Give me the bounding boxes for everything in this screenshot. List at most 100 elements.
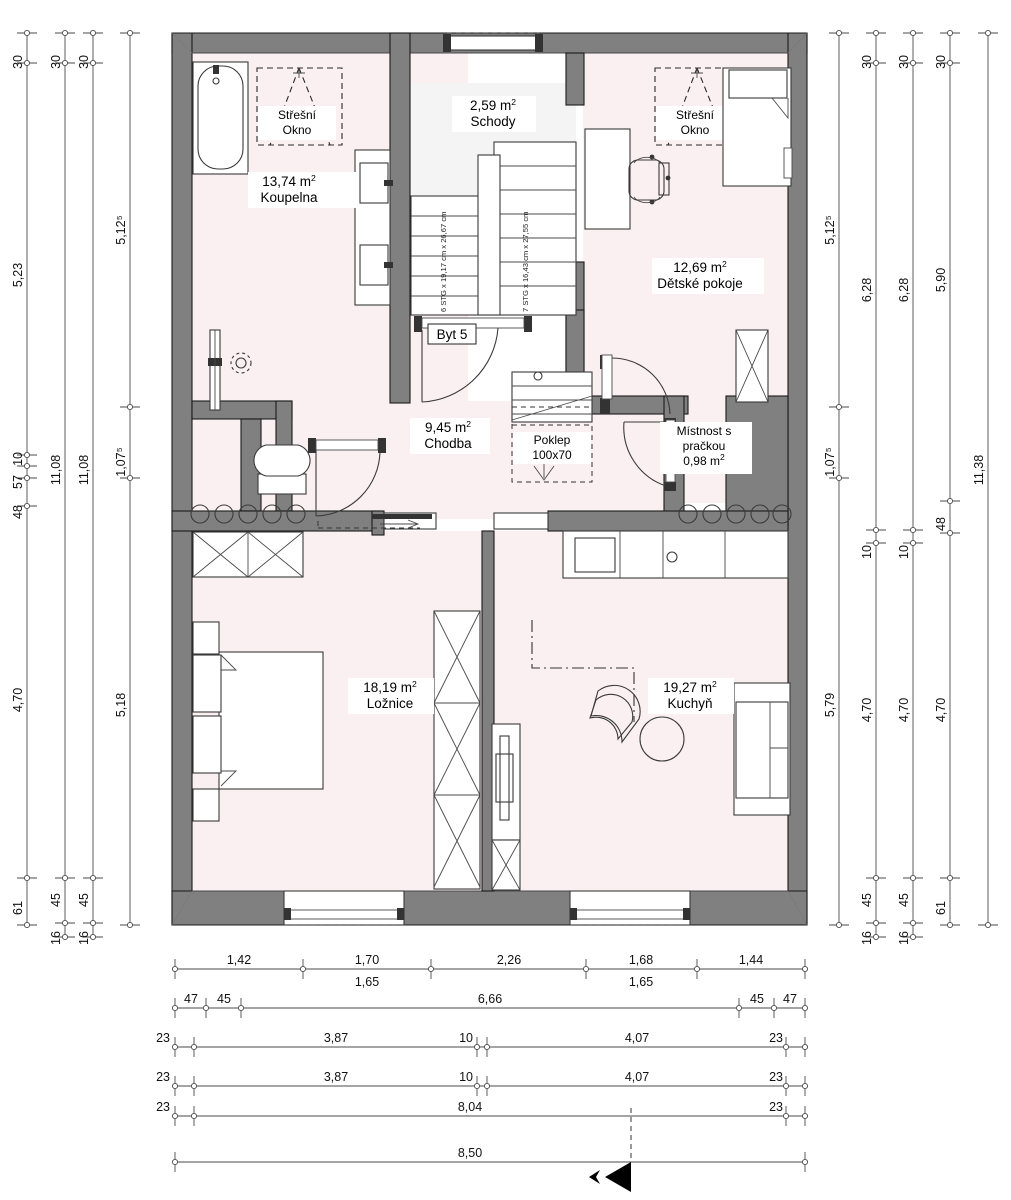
dim-left2-seg0: 30 bbox=[49, 55, 63, 69]
dim-chain-right-4: 30 5,90 48 4,70 61 bbox=[934, 29, 960, 929]
dim-bottom5-seg1: 8,04 bbox=[458, 1100, 482, 1114]
children-wardrobe bbox=[735, 329, 769, 403]
dim-chain-left-3: 30 11,08 45 16 bbox=[77, 29, 103, 945]
dim-left4-seg1: 1,07⁵ bbox=[114, 447, 128, 477]
dim-bottom1-seg3: 1,68 bbox=[629, 953, 653, 967]
dim-left3-seg1: 11,08 bbox=[77, 455, 91, 485]
room-name-schody: Schody bbox=[470, 114, 515, 129]
dim-right3-seg4: 45 bbox=[897, 893, 911, 907]
dim-bottom1-seg2: 2,26 bbox=[497, 953, 521, 967]
dim-bottom1-seg0: 1,42 bbox=[227, 953, 251, 967]
staircase-right-flight: 7 STG x 16,43 cm x 27,55 cm bbox=[493, 141, 577, 316]
dim-bottom3-seg4: 23 bbox=[769, 1031, 783, 1045]
dim-bottom1-sub1: 1,65 bbox=[629, 975, 653, 989]
bedroom-hob-burners bbox=[190, 504, 306, 524]
dim-right2-seg0: 30 bbox=[860, 55, 874, 69]
utility-area-sup: 2 bbox=[720, 452, 725, 462]
room-label-loznice: 18,19 m2 Ložnice bbox=[348, 678, 434, 714]
dim-chain-left-1: 30 5,23 10 57 48 4,70 61 bbox=[11, 29, 37, 929]
utility-line1: Místnost s bbox=[677, 424, 732, 438]
svg-text:9,45 m2: 9,45 m2 bbox=[425, 419, 471, 435]
roof-window-label-line1: Střešní bbox=[676, 108, 715, 122]
dim-bottom5-seg0: 23 bbox=[156, 1100, 170, 1114]
children-desk bbox=[584, 128, 631, 230]
room-label-kuchyn: 19,27 m2 Kuchyň bbox=[648, 678, 734, 714]
dim-chain-right-5: 11,38 bbox=[972, 29, 998, 929]
kitchen-counter-top bbox=[562, 530, 789, 579]
dim-chain-right-1: 5,12⁵ 1,07⁵ 5,79 bbox=[823, 29, 849, 929]
dim-right4-seg1: 5,90 bbox=[934, 268, 948, 292]
room-name-chodba: Chodba bbox=[424, 436, 472, 451]
hatch-label-line1: Poklep bbox=[534, 433, 571, 447]
dim-right4-seg2: 48 bbox=[934, 517, 948, 531]
room-area-schody: 2,59 m bbox=[470, 98, 511, 113]
dim-bottom3-seg3: 4,07 bbox=[625, 1031, 649, 1045]
roof-window-label-line1: Střešní bbox=[278, 108, 317, 122]
dim-bottom3-seg2: 10 bbox=[459, 1031, 473, 1045]
room-area-sup: 2 bbox=[511, 97, 516, 107]
dim-bottom3-seg0: 23 bbox=[156, 1031, 170, 1045]
room-name-loznice: Ložnice bbox=[367, 696, 414, 711]
dim-right1-seg2: 5,79 bbox=[823, 693, 837, 717]
room-area-sup: 2 bbox=[722, 259, 727, 269]
dim-right2-seg1: 6,28 bbox=[860, 278, 874, 302]
room-area-sup: 2 bbox=[412, 679, 417, 689]
apartment-tag-byt5: Byt 5 bbox=[427, 323, 477, 345]
section-view-marker bbox=[589, 1108, 632, 1192]
roof-window-label-line2: Okno bbox=[681, 123, 710, 137]
dim-left1-seg0: 30 bbox=[11, 55, 25, 69]
dim-bottom1-sub0: 1,65 bbox=[355, 975, 379, 989]
dim-chain-bottom-4: 23 3,87 10 4,07 23 bbox=[156, 1070, 809, 1096]
dim-chain-bottom-2: 47 45 6,66 45 47 bbox=[171, 992, 809, 1018]
dim-bottom5-seg2: 23 bbox=[769, 1100, 783, 1114]
dim-right3-seg3: 4,70 bbox=[897, 698, 911, 722]
svg-text:18,19 m2: 18,19 m2 bbox=[363, 679, 417, 695]
room-area-koupelna: 13,74 m bbox=[262, 174, 311, 189]
desk-chair bbox=[628, 154, 671, 205]
dim-right4-seg3: 4,70 bbox=[934, 698, 948, 722]
dim-bottom1-seg1: 1,70 bbox=[355, 953, 379, 967]
dim-left2-seg3: 16 bbox=[49, 931, 63, 945]
room-area-kuchyn: 19,27 m bbox=[663, 680, 712, 695]
dim-bottom1-seg4: 1,44 bbox=[739, 953, 763, 967]
dim-bottom2-seg3: 45 bbox=[750, 992, 764, 1006]
dim-right3-seg1: 6,28 bbox=[897, 278, 911, 302]
room-label-koupelna: 13,74 m2 Koupelna bbox=[248, 172, 358, 208]
room-label-chodba: 9,45 m2 Chodba bbox=[410, 418, 490, 454]
dim-left3-seg3: 16 bbox=[77, 931, 91, 945]
stair-landing-divider bbox=[477, 154, 501, 316]
dim-left4-seg2: 5,18 bbox=[114, 693, 128, 717]
opening-bedroom-sliding bbox=[317, 512, 437, 530]
window-kitchen-bottom bbox=[569, 890, 691, 926]
dim-left1-seg6: 61 bbox=[11, 901, 25, 915]
dim-left2-seg2: 45 bbox=[49, 893, 63, 907]
door-bathroom bbox=[308, 438, 386, 517]
room-area-sup: 2 bbox=[466, 419, 471, 429]
dim-bottom4-seg1: 3,87 bbox=[324, 1070, 348, 1084]
dim-right2-seg2: 10 bbox=[860, 545, 874, 559]
dim-bottom4-seg0: 23 bbox=[156, 1070, 170, 1084]
dim-chain-left-2: 30 11,08 45 16 bbox=[49, 29, 75, 945]
dim-chain-right-2: 30 6,28 10 4,70 45 16 bbox=[860, 29, 886, 945]
stair-label-left: 6 STG x 19,17 cm x 26,67 cm bbox=[439, 212, 448, 312]
roof-window-bathroom: Střešní Okno bbox=[256, 67, 343, 146]
dim-right4-seg0: 30 bbox=[934, 55, 948, 69]
dim-right2-seg5: 16 bbox=[860, 931, 874, 945]
dim-left1-seg1: 5,23 bbox=[11, 263, 25, 287]
kitchen-sofa bbox=[733, 682, 791, 816]
dim-right1-seg1: 1,07⁵ bbox=[823, 447, 837, 477]
dim-bottom4-seg2: 10 bbox=[459, 1070, 473, 1084]
room-area-detske: 12,69 m bbox=[673, 260, 722, 275]
dim-bottom2-seg4: 47 bbox=[783, 992, 797, 1006]
dim-right3-seg2: 10 bbox=[897, 545, 911, 559]
windows bbox=[208, 329, 691, 926]
kitchen-dining-chair bbox=[589, 684, 685, 762]
door-entry-top bbox=[443, 32, 543, 52]
dim-chain-left-4: 5,12⁵ 1,07⁵ 5,18 bbox=[114, 29, 140, 929]
dim-bottom3-seg1: 3,87 bbox=[324, 1031, 348, 1045]
hatch-label-line2: 100x70 bbox=[532, 448, 572, 462]
dim-chain-bottom-1: 1,42 1,70 2,26 1,68 1,44 1,65 1,65 bbox=[171, 953, 809, 989]
apartment-tag-label: Byt 5 bbox=[437, 327, 468, 342]
opening-kitchen bbox=[493, 512, 549, 530]
